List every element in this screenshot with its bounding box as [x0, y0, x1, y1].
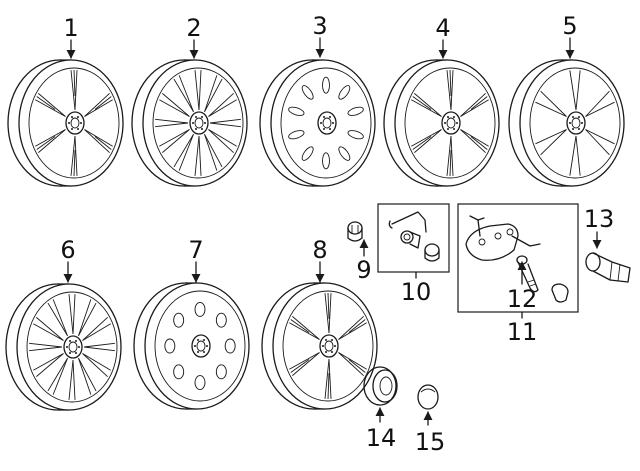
wheel-4	[383, 59, 500, 187]
callout-8: 8	[312, 236, 327, 264]
callout-13: 13	[584, 205, 615, 233]
lug-nut-part	[347, 221, 363, 242]
center-cap-part	[363, 366, 398, 406]
callout-12: 12	[507, 285, 538, 313]
lock-kit-part	[388, 211, 440, 262]
wheel-7	[133, 282, 250, 410]
callout-5: 5	[562, 12, 577, 40]
wheel-8	[261, 282, 378, 410]
tpms-sensor-part	[465, 215, 541, 261]
callout-11: 11	[507, 318, 538, 346]
callout-10: 10	[401, 278, 432, 306]
wheel-6	[5, 283, 122, 411]
callout-15: 15	[415, 428, 446, 456]
callout-2: 2	[186, 14, 201, 42]
lock-kit-box	[377, 203, 450, 273]
callout-6: 6	[60, 236, 75, 264]
callout-1: 1	[63, 14, 78, 42]
callout-4: 4	[435, 14, 450, 42]
callout-3: 3	[312, 12, 327, 40]
wheel-2	[131, 59, 248, 187]
wheels-group	[5, 59, 625, 411]
valve-stem-13-part	[585, 252, 631, 283]
callout-9: 9	[356, 256, 371, 284]
valve-stem-12-part	[516, 255, 569, 303]
wheel-1	[7, 59, 124, 187]
small-cap-part	[417, 384, 439, 410]
wheel-3	[259, 59, 376, 187]
tpms-kit-box	[457, 203, 579, 313]
callout-14: 14	[366, 424, 397, 452]
wheel-5	[508, 59, 625, 187]
callout-7: 7	[188, 236, 203, 264]
